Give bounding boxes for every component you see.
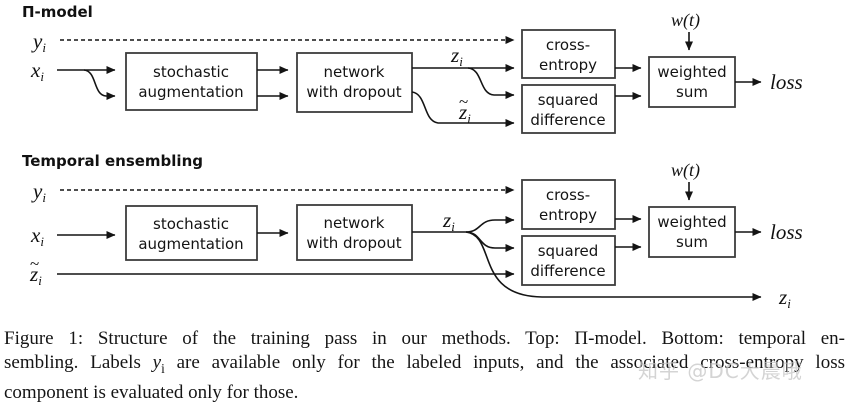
cross-entropy-box-bottom [521, 179, 616, 230]
caption-line-2: sembling. Labels yi are available only f… [4, 351, 845, 381]
zti-label-bottom: zi [29, 262, 42, 288]
network-with-dropout-label: network [324, 214, 385, 232]
zi-label-top: zi [450, 43, 463, 69]
weighted-sum-label: sum [676, 83, 708, 101]
figure-caption: Figure 1: Structure of the training pass… [4, 327, 845, 403]
cross-entropy-label: cross- [546, 186, 590, 204]
caption-line-3: component is evaluated only for those. [4, 381, 845, 403]
squared-difference-label: difference [530, 111, 605, 129]
caption-line-1: Figure 1: Structure of the training pass… [4, 327, 845, 351]
stochastic-augmentation-box-top [125, 52, 258, 111]
zti-line-top [411, 91, 515, 127]
network-with-dropout-label: network [324, 63, 385, 81]
squared-difference-label: squared [538, 242, 599, 260]
cross-entropy-box-top [521, 29, 616, 79]
network-with-dropout-box-top [296, 52, 413, 113]
weighted-sum-label: weighted [657, 213, 726, 231]
stochastic-augmentation-label: stochastic [153, 63, 229, 81]
xi-label-bottom: xi [30, 223, 44, 249]
loss-label-bottom: loss [770, 220, 803, 244]
weighted-sum-label: sum [676, 233, 708, 251]
squared-difference-label: difference [530, 262, 605, 280]
stochastic-augmentation-label: augmentation [138, 235, 243, 253]
weighted-sum-box-bottom [648, 206, 736, 258]
zi-output-label: zi [778, 285, 791, 311]
temporal-ensembling-title: Temporal ensembling [22, 152, 203, 170]
stochastic-augmentation-box-bottom [125, 205, 258, 261]
yi-label-bottom: yi [31, 179, 46, 205]
zti-label-top: zi [458, 100, 471, 126]
squared-difference-box-top [521, 84, 616, 134]
cross-entropy-label: entropy [539, 206, 597, 224]
cross-entropy-label: entropy [539, 56, 597, 74]
tilde-glyph: ~ [459, 92, 468, 111]
caption-text: Figure 1: Structure of the training pass… [4, 328, 845, 349]
network-with-dropout-label: with dropout [306, 234, 401, 252]
stochastic-augmentation-label: augmentation [138, 83, 243, 101]
zi-branch-top [467, 67, 515, 99]
caption-text: component is evaluated only for those. [4, 381, 299, 403]
squared-difference-box-bottom [521, 235, 616, 286]
yi-label-top: yi [31, 29, 46, 55]
network-with-dropout-box-bottom [296, 204, 413, 261]
squared-difference-label: squared [538, 91, 599, 109]
cross-entropy-label: cross- [546, 36, 590, 54]
tilde-glyph: ~ [30, 254, 39, 273]
zi-branch-to-output [465, 231, 762, 301]
yi-math-symbol: y [152, 352, 162, 373]
wt-label-bottom: w(t) [671, 160, 700, 181]
flow-diagrams: Π-model yi xi stochastic augmentation ne… [22, 3, 803, 311]
network-with-dropout-label: with dropout [306, 83, 401, 101]
zi-label-bottom: zi [442, 208, 455, 234]
caption-text: sembling. Labels [4, 352, 153, 373]
caption-text: are available only for the labeled input… [164, 352, 846, 373]
yi-math-subscript: i [161, 360, 165, 376]
wt-label-top: w(t) [671, 10, 700, 31]
pi-model-title: Π-model [22, 3, 93, 21]
loss-label-top: loss [770, 70, 803, 94]
xi-label-top: xi [30, 58, 44, 84]
weighted-sum-label: weighted [657, 63, 726, 81]
zi-branch-to-cross-entropy [465, 216, 515, 233]
xi-branch-top [83, 69, 116, 100]
stochastic-augmentation-label: stochastic [153, 215, 229, 233]
